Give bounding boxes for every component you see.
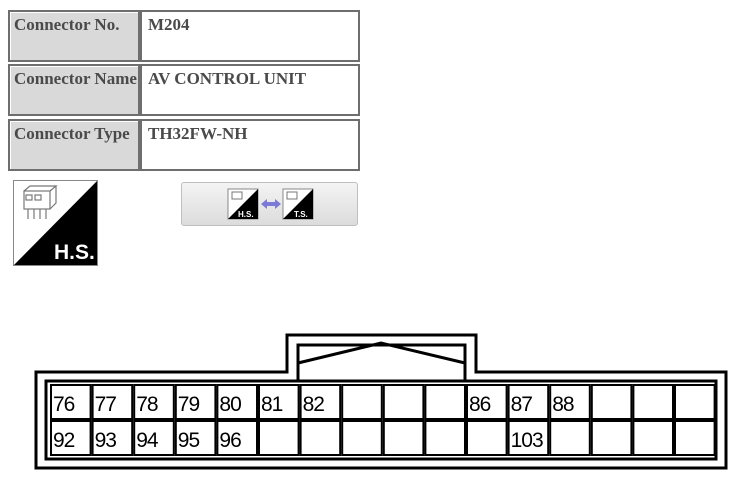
pin-cavity [424, 384, 466, 420]
pin-cavity [590, 420, 633, 456]
pin-cavity [299, 420, 342, 456]
housing-inner-frame [44, 379, 718, 461]
hs-badge-text: H.S. [54, 241, 95, 264]
pin-number-label: 88 [552, 393, 574, 416]
pin-number-label: 94 [136, 429, 159, 452]
pin-cavity [632, 384, 675, 420]
pin-cavity [466, 384, 508, 420]
pin-number-label: 87 [511, 393, 533, 416]
pin-number-label: 96 [219, 429, 241, 452]
pin-number-label: 77 [95, 393, 117, 416]
pin-cavity [50, 384, 92, 420]
lock-tab-ridge [297, 341, 466, 365]
toggle-ts-text: T.S. [294, 210, 308, 219]
pin-cavity [133, 420, 175, 456]
pin-cavity [258, 420, 300, 456]
terminal-side-toggle-icon: T.S. [282, 188, 314, 220]
pin-cavity [549, 420, 591, 456]
pin-number-label: 93 [95, 429, 117, 452]
connector-type-label: Connector Type [8, 119, 140, 171]
pin-number-label: 103 [511, 429, 543, 452]
housing-outline [34, 333, 728, 470]
pin-cavity [590, 384, 633, 420]
pin-cavity [174, 384, 217, 420]
pin-cavity [133, 384, 175, 420]
view-toggle-button[interactable]: H.S. T.S. [181, 182, 358, 226]
toggle-hs-text: H.S. [238, 210, 254, 219]
pin-cavity [466, 420, 508, 456]
pin-cavity [341, 420, 383, 456]
pin-number-label: 92 [53, 429, 75, 452]
pin-number-label: 79 [178, 393, 200, 416]
connector-no-label: Connector No. [8, 10, 140, 62]
pin-cavity [507, 420, 550, 456]
pin-cavity [50, 420, 92, 456]
pin-cavity [382, 420, 425, 456]
pin-cavity [674, 420, 716, 456]
pin-number-label: 82 [303, 393, 325, 416]
harness-side-icon: H.S. [13, 180, 98, 266]
pin-number-label: 81 [261, 393, 283, 416]
pin-cavity [216, 420, 258, 456]
connector-type-value: TH32FW-NH [140, 119, 360, 171]
pin-cavity [216, 384, 258, 420]
pin-cavity [299, 384, 342, 420]
pin-cavity [258, 384, 300, 420]
swap-arrow-icon [261, 199, 281, 209]
harness-side-toggle-icon: H.S. [227, 188, 259, 220]
connector-name-value: AV CONTROL UNIT [140, 64, 360, 116]
pin-number-label: 95 [178, 429, 200, 452]
pin-cavity [424, 420, 466, 456]
connector-name-label: Connector Name [8, 64, 140, 116]
pin-number-label: 80 [219, 393, 241, 416]
pin-cavity [549, 384, 591, 420]
pin-cavity [91, 420, 134, 456]
pin-number-label: 76 [53, 393, 75, 416]
pin-cavity [174, 420, 217, 456]
pin-number-label: 86 [469, 393, 491, 416]
lock-tab [296, 343, 467, 381]
pin-number-label: 78 [136, 393, 158, 416]
pin-cavity [507, 384, 550, 420]
pin-cavity [341, 384, 383, 420]
pin-cavity [674, 384, 716, 420]
pin-cavity [632, 420, 675, 456]
pin-cavity [382, 384, 425, 420]
connector-no-value: M204 [140, 10, 360, 62]
pin-cavity [91, 384, 134, 420]
